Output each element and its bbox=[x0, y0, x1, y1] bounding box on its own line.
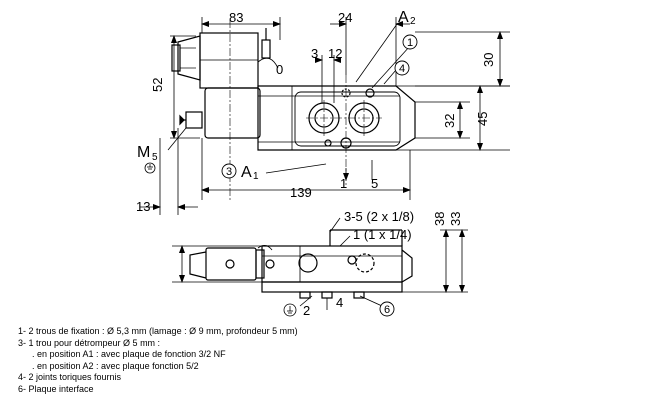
label-port-3-5: 3-5 (2 x 1/8) bbox=[344, 209, 414, 224]
dim-4: 4 bbox=[336, 295, 343, 310]
ground-symbol-side bbox=[283, 303, 297, 317]
dim-45: 45 bbox=[475, 112, 490, 126]
label-a2-sub: 2 bbox=[410, 16, 416, 27]
callout-3-text: 3 bbox=[226, 166, 232, 178]
dim-33: 33 bbox=[448, 212, 463, 226]
dim-0: 0 bbox=[276, 62, 283, 77]
side-view-dimensions bbox=[172, 217, 468, 310]
callout-6-text: 6 bbox=[384, 304, 390, 316]
label-port-1: 1 (1 x 1/4) bbox=[353, 227, 412, 242]
top-view-dimensions bbox=[140, 17, 510, 215]
note-6: 6- Plaque interface bbox=[18, 383, 94, 394]
side-solenoid bbox=[205, 247, 257, 281]
label-a1: A 1 bbox=[241, 164, 259, 182]
callout-1: 1 bbox=[402, 34, 418, 50]
callout-4: 4 bbox=[394, 60, 410, 76]
dim-2: 2 bbox=[303, 303, 310, 318]
dim-52: 52 bbox=[150, 78, 165, 92]
label-a1-sub: 1 bbox=[253, 171, 259, 182]
note-3: 3- 1 trou pour détrompeur Ø 5 mm : bbox=[18, 337, 161, 348]
top-view bbox=[171, 20, 416, 200]
callout-3: 3 bbox=[221, 163, 237, 179]
dim-30: 30 bbox=[481, 53, 496, 67]
notes-block: 1- 2 trous de fixation : Ø 5,3 mm (lamag… bbox=[18, 326, 638, 396]
label-m5: M 5 bbox=[137, 144, 158, 163]
ground-symbol bbox=[144, 162, 156, 174]
dim-12: 12 bbox=[328, 46, 342, 61]
label-a2-main: A bbox=[398, 9, 409, 26]
callout-6: 6 bbox=[379, 301, 395, 317]
label-m5-main: M bbox=[137, 144, 150, 161]
dim-1: 1 bbox=[340, 176, 347, 191]
dim-139: 139 bbox=[290, 185, 312, 200]
interface-plate bbox=[261, 281, 403, 293]
label-a2: A 2 bbox=[398, 9, 416, 27]
callout-4-text: 4 bbox=[399, 63, 405, 75]
dim-38: 38 bbox=[432, 212, 447, 226]
callout-1-text: 1 bbox=[407, 37, 413, 49]
dim-3: 3 bbox=[311, 46, 318, 61]
label-m5-sub: 5 bbox=[152, 152, 158, 163]
connector-plug bbox=[177, 35, 201, 81]
note-1: 1- 2 trous de fixation : Ø 5,3 mm (lamag… bbox=[18, 326, 298, 336]
solenoid-coil bbox=[199, 32, 259, 89]
dim-5: 5 bbox=[371, 176, 378, 191]
dim-83: 83 bbox=[229, 10, 243, 25]
dim-32: 32 bbox=[442, 114, 457, 128]
note-3-a2: . en position A2 : avec plaque fonction … bbox=[32, 360, 199, 371]
manual-override bbox=[261, 39, 271, 59]
side-view bbox=[189, 229, 413, 299]
dim-13: 13 bbox=[136, 199, 150, 214]
side-body bbox=[261, 245, 403, 283]
label-a1-main: A bbox=[241, 164, 252, 181]
note-3-a1: . en position A1 : avec plaque de foncti… bbox=[32, 349, 226, 360]
dim-24: 24 bbox=[338, 10, 352, 25]
note-4: 4- 2 joints toriques fournis bbox=[18, 372, 122, 383]
